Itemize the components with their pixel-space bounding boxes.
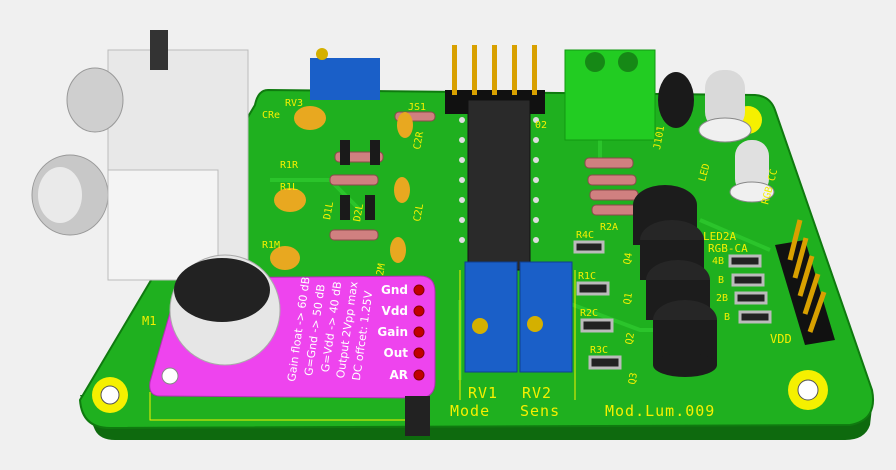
silk-r1m: R1M: [262, 240, 280, 251]
leds: [698, 70, 775, 203]
silk-r4b: 4B: [712, 256, 724, 267]
silk-led: LED: [697, 162, 712, 182]
microphone-module: [149, 254, 436, 436]
silk-d2l: D2L: [352, 203, 366, 223]
screw-terminal-j101: [564, 49, 656, 141]
silk-q3: Q3: [627, 372, 640, 386]
trimmer-rv3: [310, 58, 380, 100]
silk-m1: M1: [142, 314, 156, 328]
silk-r2c: R2C: [580, 308, 598, 319]
ceramic-capacitors: [270, 106, 413, 270]
board-name: Mod.Lum.009: [605, 402, 715, 420]
pin-label-ar: AR: [389, 368, 408, 382]
silk-rv2: RV2: [522, 384, 552, 402]
silk-r1c: R1C: [578, 271, 596, 282]
smd-resistors: [573, 240, 772, 370]
module-pin-pads: [413, 284, 425, 381]
silk-rv1: RV1: [468, 384, 498, 402]
audio-jack-connector: [31, 30, 249, 281]
silk-q1: Q1: [622, 292, 635, 306]
transistors: [633, 185, 717, 377]
silk-r3c: R3C: [590, 345, 608, 356]
silk-r3b: B: [718, 275, 724, 286]
pin-label-gnd: Gnd: [381, 283, 408, 297]
silk-cre: CRe: [262, 110, 280, 121]
silk-r1b: B: [724, 312, 730, 323]
silk-r2a: R2A: [600, 222, 618, 233]
silk-r2b: 2B: [716, 293, 728, 304]
pin-header-right: [775, 219, 835, 345]
silk-c2l: C2L: [412, 203, 426, 223]
silk-rv2-sens: Sens: [520, 402, 560, 420]
silk-rv3: RV3: [285, 98, 303, 109]
silk-q2: Q2: [624, 332, 637, 346]
trimmer-screw-icon: [316, 48, 328, 60]
pin-label-out: Out: [384, 346, 409, 360]
silk-r1r: R1R: [280, 160, 299, 171]
pin-label-gain: Gain: [377, 325, 408, 339]
silk-rgbca: RGB-CA: [708, 242, 748, 255]
silk-c2m: 2M: [375, 263, 388, 277]
silk-led2a: LED2A: [703, 230, 736, 243]
silk-c2r: C2R: [412, 130, 426, 151]
silk-j101: J101: [652, 125, 667, 151]
silk-d2: 02: [535, 120, 547, 131]
silk-q4: Q4: [622, 252, 635, 266]
diodes: [340, 140, 380, 220]
ic-dip: [459, 99, 539, 271]
silk-rv1-mode: Mode: [450, 402, 490, 420]
silk-vdd: VDD: [770, 332, 792, 346]
trimmer-rv1: [464, 261, 518, 373]
silk-d1l: D1L: [322, 201, 336, 221]
silk-r1l: R1L: [280, 182, 298, 193]
silk-r4c: R4C: [576, 230, 594, 241]
pin-label-vdd: Vdd: [382, 304, 408, 318]
silk-js1: JS1: [408, 102, 426, 113]
trimmer-rv2: [519, 261, 573, 373]
electrolytic-capacitor: [658, 72, 694, 128]
